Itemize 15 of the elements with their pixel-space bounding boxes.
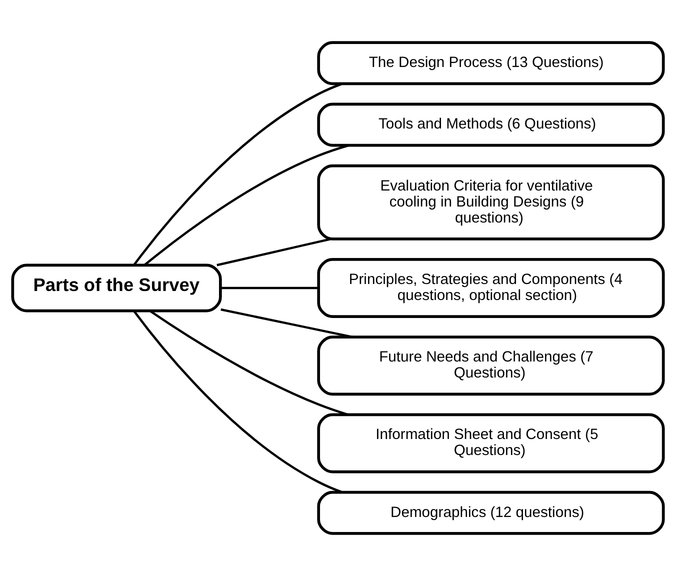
node-box: Demographics (12 questions) [317, 490, 665, 535]
node-box: The Design Process (13 Questions) [317, 41, 665, 86]
node-box: Evaluation Criteria for ventilative cooling in Building Designs (9 questions) [317, 164, 665, 240]
node-box: Information Sheet and Consent (5 Questions) [317, 413, 665, 474]
node-box: Principles, Strategies and Components (4 questions, optional section) [317, 258, 665, 318]
connector [220, 308, 354, 338]
node-box: Future Needs and Challenges (7 Questions) [317, 336, 665, 396]
connector [133, 310, 343, 494]
connector [216, 238, 332, 266]
connector [220, 286, 319, 290]
node-box: Tools and Methods (6 Questions) [317, 102, 665, 147]
connector [133, 82, 343, 266]
connector [150, 310, 348, 416]
node-box: Parts of the Survey [11, 264, 222, 312]
connector [144, 144, 350, 266]
